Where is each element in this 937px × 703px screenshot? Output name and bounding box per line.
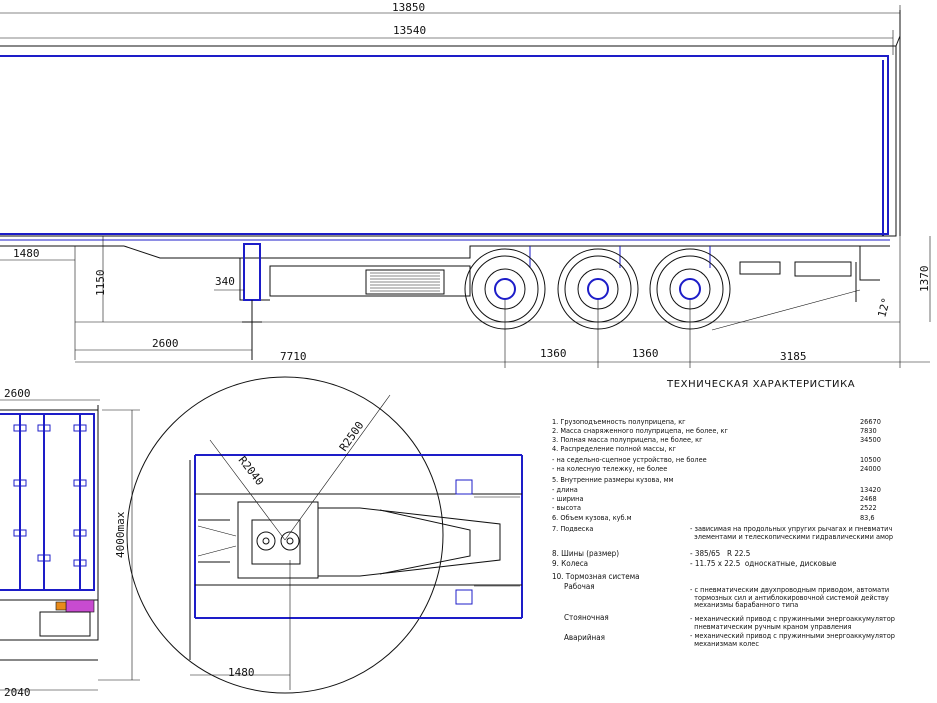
- side-view: [0, 5, 931, 368]
- dim-front-width: 2600: [4, 387, 31, 400]
- landing-gear: [243, 243, 261, 301]
- service-brake-desc: - с пневматическим двухпроводным приводо…: [690, 585, 890, 610]
- spec-label: - на колесную тележку, не более: [552, 464, 668, 473]
- spec-label: - ширина: [552, 494, 584, 503]
- spec-value: 24000: [860, 464, 881, 473]
- spec-row: - ширина 2468: [552, 494, 877, 504]
- tail-light: [65, 599, 95, 613]
- spec-row: 6. Объем кузова, куб.м 83,6: [552, 513, 875, 523]
- plan-view: [126, 376, 523, 694]
- brakes-label: 10. Тормозная система: [552, 572, 640, 581]
- spec-row: - высота 2522: [552, 503, 877, 513]
- dim-departure-angle: 12°: [875, 296, 893, 319]
- spec-table: 1. Грузоподъемность полуприцепа, кг 26670…: [552, 418, 937, 703]
- tires-value: - 385/65 R 22.5: [690, 549, 751, 558]
- service-brake-label: Рабочая: [564, 582, 595, 591]
- body-outline: [0, 45, 897, 237]
- spec-label: - длина: [552, 485, 578, 494]
- spec-label: 1. Грузоподъемность полуприцепа, кг: [552, 418, 686, 426]
- dim-coupling-height: 1150: [94, 270, 107, 297]
- spec-row: - длина 13420: [552, 485, 881, 495]
- rear-view: [0, 399, 140, 691]
- dim-overall-length: 13850: [392, 1, 425, 14]
- spec-row: - на седельно-сцепное устройство, не бол…: [552, 455, 881, 465]
- spec-row: 4. Распределение полной массы, кг: [552, 444, 677, 454]
- tires-label: 8. Шины (размер): [552, 549, 620, 558]
- spec-label: 6. Объем кузова, куб.м: [552, 513, 632, 522]
- spec-value: 83,6: [860, 513, 875, 522]
- spec-row: - на колесную тележку, не более 24000: [552, 464, 881, 474]
- dim-axle-spacing-1: 1360: [540, 347, 567, 360]
- spec-row: 3. Полная масса полуприцепа, не более, к…: [552, 435, 881, 445]
- spec-label: 2. Масса снаряженного полуприцепа, не бо…: [552, 426, 728, 435]
- wheel-1: [464, 248, 546, 330]
- spec-value: 26670: [860, 418, 881, 426]
- spec-label: 4. Распределение полной массы, кг: [552, 444, 677, 453]
- suspension-desc: - зависимая на продольных упругих рычага…: [690, 524, 894, 541]
- dim-body-length: 13540: [393, 24, 426, 37]
- spec-value: 13420: [860, 485, 881, 494]
- spec-value: 2522: [860, 503, 877, 512]
- spec-row: 2. Масса снаряженного полуприцепа, не бо…: [552, 426, 877, 436]
- spec-label: - высота: [552, 503, 581, 512]
- dim-max-height: 4000max: [114, 511, 127, 558]
- dim-kingpin-to-gear: 2600: [152, 337, 179, 350]
- dim-rear-overhang: 3185: [780, 350, 807, 363]
- spec-label: 5. Внутренние размеры кузова, мм: [552, 475, 674, 484]
- emergency-brake-desc: - механический привод с пружинными энерг…: [690, 631, 895, 648]
- spec-value: 7830: [860, 426, 877, 435]
- dim-kingpin-to-axle: 7710: [280, 350, 307, 363]
- wheels-label: 9. Колеса: [552, 559, 589, 568]
- dim-plan-overhang: 1480: [228, 666, 255, 679]
- spec-value: 10500: [860, 455, 881, 464]
- spec-label: - на седельно-сцепное устройство, не бол…: [552, 455, 707, 464]
- spec-title: ТЕХНИЧЕСКАЯ ХАРАКТЕРИСТИКА: [667, 379, 856, 390]
- spec-row: 5. Внутренние размеры кузова, мм: [552, 475, 674, 485]
- spec-label: 3. Полная масса полуприцепа, не более, к…: [552, 435, 703, 444]
- dim-front-overhang: 1480: [13, 247, 40, 260]
- dim-turn-radius-inner: R2040: [236, 454, 267, 488]
- dim-track-width: 2040: [4, 686, 31, 699]
- dim-rear-height: 1370: [918, 266, 931, 293]
- suspension-label: 7. Подвеска: [552, 524, 594, 533]
- toolbox: [365, 269, 445, 295]
- dim-landing-gear-offset: 340: [215, 275, 235, 288]
- dim-turn-radius-outer: R2500: [337, 419, 367, 454]
- emergency-brake-label: Аварийная: [564, 633, 605, 642]
- turn-circle: [126, 376, 444, 694]
- spec-value: 34500: [860, 435, 881, 444]
- parking-brake-desc: - механический привод с пружинными энерг…: [690, 614, 895, 631]
- spec-value: 2468: [860, 494, 877, 503]
- spec-row: 1. Грузоподъемность полуприцепа, кг 26670: [552, 418, 881, 427]
- dim-axle-spacing-2: 1360: [632, 347, 659, 360]
- wheels-value: - 11.75 x 22.5 односкатные, дисковые: [690, 559, 837, 568]
- parking-brake-label: Стояночная: [564, 613, 609, 622]
